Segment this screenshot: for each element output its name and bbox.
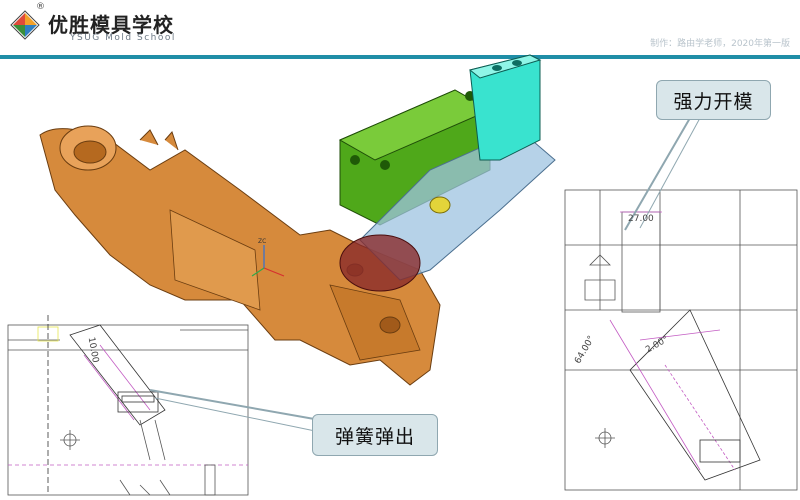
axis-triad — [251, 245, 285, 277]
callout-bottom-leader — [149, 389, 321, 421]
credit-text: 制作：路由学老师，2020年第一版 — [650, 39, 790, 49]
right-section-drawing — [564, 189, 798, 491]
logo-icon — [10, 10, 40, 40]
callout-top-leader — [624, 117, 691, 231]
callout-top-leader-2 — [639, 117, 701, 229]
blue-slider-wedge — [339, 129, 556, 292]
brand-subtitle: YSUG Mold School — [70, 33, 176, 43]
callout-bottom-leader-2 — [154, 397, 321, 433]
registered-mark: ® — [36, 2, 45, 12]
header-rule — [0, 55, 800, 59]
left-section-drawing — [7, 315, 249, 496]
header-bar: ® 优胜模具学校 YSUG Mold School 制作：路由学老师，2020年… — [0, 0, 800, 56]
brand-name: 优胜模具学校 — [48, 13, 174, 37]
green-insert-block — [338, 89, 492, 226]
axis-label: ZC — [258, 238, 266, 245]
dim-right-top: 27.00 — [628, 214, 654, 224]
callout-strong-opening: 强力开模 — [656, 80, 771, 120]
cyan-guide-block — [468, 54, 542, 161]
callout-spring-ejection: 弹簧弹出 — [312, 414, 438, 456]
